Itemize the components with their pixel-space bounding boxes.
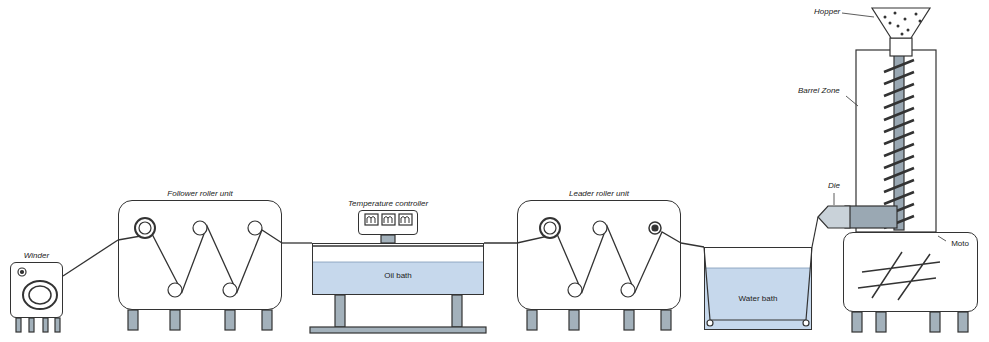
winder-machine [23, 281, 57, 309]
water-bath-illustration [707, 320, 713, 326]
node-label: Winder [24, 251, 49, 261]
winder-machine [55, 318, 60, 332]
leader-roller-illustration [540, 218, 560, 238]
extruder-illustration [915, 13, 918, 16]
extruder-illustration [958, 312, 968, 332]
node-label: Moto [844, 239, 969, 249]
controller-box: Temperature controller [358, 210, 418, 235]
extruder-illustration [858, 252, 940, 300]
extruder-illustration [884, 16, 887, 19]
filament-line [282, 242, 312, 243]
oil-bath-illustration [381, 235, 395, 243]
oil-bath-illustration [313, 262, 483, 294]
water-bath-illustration [705, 268, 811, 269]
water-bath-tank: Water bath [704, 247, 812, 330]
node-label: Leader roller unit [569, 189, 629, 199]
node-label: Water bath [705, 294, 811, 304]
water-bath-illustration [704, 217, 818, 329]
extruder-illustration [894, 12, 897, 15]
roller-unit-box: Leader roller unit [517, 200, 681, 310]
follower-roller-illustration [248, 221, 262, 235]
winder-machine [43, 318, 48, 332]
follower-roller-illustration [262, 310, 272, 330]
extruder-illustration [894, 55, 904, 230]
extruder-illustration [876, 312, 886, 332]
water-bath-illustration [812, 217, 818, 247]
extruder-illustration [904, 18, 907, 21]
oil-bath-illustration [367, 217, 409, 224]
follower-roller-illustration [225, 310, 235, 330]
roller-unit-box: Follower roller unit [118, 200, 282, 310]
extruder-illustration [872, 8, 930, 38]
oil-bath-illustration [310, 327, 486, 333]
extruder-illustration [889, 22, 892, 25]
extruder-illustration [930, 312, 940, 332]
leader-roller-illustration [527, 310, 537, 330]
winder-machine [29, 318, 34, 332]
oil-bath-illustration [312, 245, 484, 246]
node-label: Oil bath [313, 271, 483, 281]
oil-bath-illustration [310, 214, 486, 333]
leader-roller-illustration [517, 226, 681, 292]
motor-box: Moto [843, 232, 978, 312]
extruder-illustration [845, 206, 897, 228]
extruder-illustration [901, 33, 904, 36]
water-bath-illustration [704, 247, 812, 320]
winder-machine [16, 318, 21, 332]
extruder-illustration [818, 206, 850, 228]
extruder-illustration [856, 50, 936, 232]
part-label: Barrel Zone [798, 86, 840, 96]
leader-line [834, 13, 946, 241]
oil-bath-illustration [452, 295, 462, 327]
part-label: Hopper [814, 7, 840, 17]
follower-roller-illustration [170, 310, 180, 330]
leader-roller-illustration [544, 222, 556, 234]
leader-roller-illustration [517, 218, 681, 330]
extruder-illustration [884, 60, 914, 228]
leader-line [834, 193, 835, 205]
follower-roller-illustration [118, 218, 282, 330]
extruder-illustration [852, 312, 862, 332]
follower-roller-illustration [193, 221, 207, 235]
follower-roller-illustration [139, 222, 151, 234]
extruder-illustration [890, 38, 912, 56]
filament-line [484, 242, 517, 243]
node-label: Follower roller unit [167, 189, 232, 199]
oil-bath-illustration [313, 262, 483, 263]
oil-bath-illustration [335, 295, 345, 327]
extruder-illustration [919, 20, 922, 23]
leader-line [846, 96, 858, 106]
leader-roller-illustration [652, 225, 658, 231]
leader-line [842, 13, 874, 17]
leader-roller-illustration [624, 310, 634, 330]
winder-machine [18, 268, 26, 276]
node-label: Temperature controller [348, 199, 428, 209]
leader-roller-illustration [569, 310, 579, 330]
follower-roller-illustration [223, 283, 237, 297]
follower-roller-illustration [168, 283, 182, 297]
leader-roller-illustration [593, 221, 607, 235]
follower-roller-illustration [135, 218, 155, 238]
part-label: Die [828, 181, 840, 191]
filament-line [63, 240, 118, 276]
leader-roller-illustration [621, 283, 635, 297]
leader-roller-illustration [568, 283, 582, 297]
filament-line [681, 243, 704, 247]
follower-roller-illustration [128, 310, 138, 330]
oil-bath-tank: Oil bath [312, 243, 484, 295]
extruder-illustration [884, 12, 922, 36]
water-bath-illustration [803, 320, 809, 326]
leader-roller-illustration [661, 310, 671, 330]
extruder-illustration [907, 29, 910, 32]
winder-machine [29, 286, 51, 304]
winder-machine [21, 271, 24, 274]
winder-machine [16, 268, 60, 332]
leader-roller-illustration [649, 222, 661, 234]
winder-box: Winder [10, 262, 63, 318]
extruder-illustration [897, 25, 900, 28]
extruder-illustration [818, 8, 968, 332]
leader-line [938, 236, 946, 241]
